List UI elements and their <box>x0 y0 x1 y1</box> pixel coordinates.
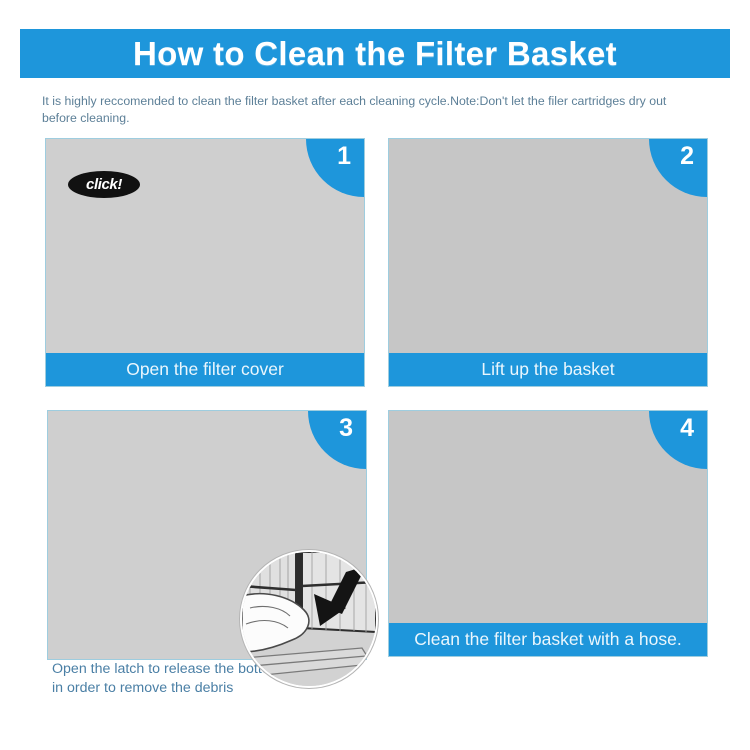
page-title: How to Clean the Filter Basket <box>133 34 617 72</box>
step-1-illustration: click! <box>46 139 364 386</box>
step-panel-1: click! 1 Open the filter cover <box>45 138 365 387</box>
click-annotation-bubble: click! <box>68 171 140 198</box>
header-banner: How to Clean the Filter Basket <box>20 29 730 78</box>
step-2-illustration <box>389 139 707 386</box>
step-caption-bar-4: Clean the filter basket with a hose. <box>389 623 707 656</box>
step-number-4: 4 <box>680 414 694 442</box>
step-number-3: 3 <box>339 414 353 442</box>
step-caption-4: Clean the filter basket with a hose. <box>414 629 682 649</box>
step-3-detail-inset <box>240 550 378 688</box>
step-panel-4: 4 Clean the filter basket with a hose. <box>388 410 708 657</box>
step-panel-2: 2 Lift up the basket <box>388 138 708 387</box>
step-3-illustration <box>48 411 366 659</box>
step-caption-1: Open the filter cover <box>126 359 284 379</box>
intro-paragraph: It is highly reccomended to clean the fi… <box>42 94 667 125</box>
step-caption-3: Open the latch to release the bottom lid… <box>52 661 300 696</box>
step-caption-2: Lift up the basket <box>481 359 615 379</box>
step-caption-bar-2: Lift up the basket <box>389 353 707 386</box>
latch-closeup-drawing <box>242 552 376 686</box>
click-annotation-label: click! <box>86 176 122 193</box>
step-caption-bar-1: Open the filter cover <box>46 353 364 386</box>
step-number-1: 1 <box>337 142 351 170</box>
step-4-illustration <box>389 411 707 656</box>
step-number-2: 2 <box>680 142 694 170</box>
